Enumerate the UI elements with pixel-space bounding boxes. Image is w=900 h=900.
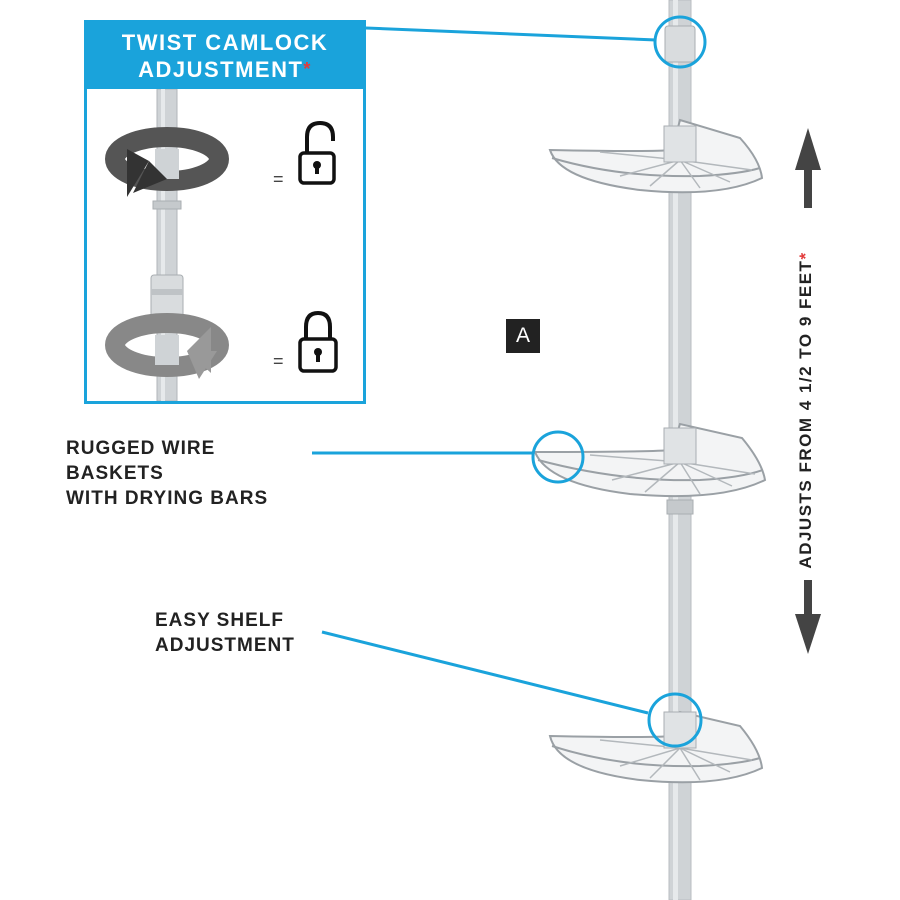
camlock-illustration: = = xyxy=(105,89,338,401)
height-arrow-up xyxy=(795,128,821,208)
pole-seam xyxy=(666,499,694,515)
camlock-inset-panel: TWIST CAMLOCK ADJUSTMENT* = = xyxy=(84,20,366,404)
camlock-highlight-circle xyxy=(653,15,707,69)
wire-callout-line3: WITH DRYING BARS xyxy=(66,488,269,509)
shelf-callout-line xyxy=(321,630,649,715)
wire-highlight-circle xyxy=(531,430,585,484)
wire-basket-top xyxy=(548,118,764,194)
inset-title: TWIST CAMLOCK ADJUSTMENT* xyxy=(87,23,363,89)
twist-unlock-arrow-icon xyxy=(105,127,229,197)
inset-title-line2: ADJUSTMENT xyxy=(138,57,304,82)
wire-callout-line2: BASKETS xyxy=(66,463,164,484)
shelf-callout-line2: ADJUSTMENT xyxy=(155,635,295,656)
inset-title-asterisk: * xyxy=(303,59,312,79)
camlock-coupling xyxy=(664,25,696,63)
equals-sign-1: = xyxy=(273,169,284,189)
wire-basket-bottom xyxy=(548,710,764,784)
shelf-callout-line1: EASY SHELF xyxy=(155,610,284,631)
inset-title-line1: TWIST CAMLOCK xyxy=(121,30,329,55)
locked-padlock-icon xyxy=(298,310,338,373)
wire-basket-middle xyxy=(533,422,767,498)
height-arrow-down xyxy=(795,580,821,654)
twist-lock-arrow-icon xyxy=(105,313,229,379)
height-range-asterisk: * xyxy=(796,251,815,260)
part-marker-a: A xyxy=(506,319,540,353)
wire-callout-line1: RUGGED WIRE xyxy=(66,438,216,459)
height-range-text: ADJUSTS FROM 4 1/2 TO 9 FEET xyxy=(796,259,815,569)
camlock-callout-line xyxy=(365,26,657,42)
unlocked-padlock-icon xyxy=(298,120,336,185)
wire-baskets-callout: RUGGED WIRE BASKETS WITH DRYING BARS xyxy=(66,436,268,511)
shelf-highlight-circle xyxy=(647,692,703,748)
shelf-adjustment-callout: EASY SHELF ADJUSTMENT xyxy=(155,608,295,658)
equals-sign-2: = xyxy=(273,351,284,371)
